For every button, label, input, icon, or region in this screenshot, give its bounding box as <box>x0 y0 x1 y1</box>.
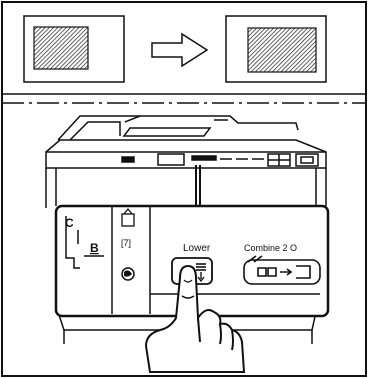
combine-label: Combine 2 O <box>244 243 297 253</box>
source-original-icon <box>24 16 124 82</box>
zone-c-label: C <box>65 216 74 230</box>
top-panel <box>2 2 366 94</box>
right-arrow-icon <box>152 34 207 66</box>
counter-glyph: [7] <box>121 238 131 248</box>
result-copy-icon <box>226 16 326 82</box>
zone-b-label: B <box>90 241 99 255</box>
lower-label: Lower <box>183 243 211 254</box>
